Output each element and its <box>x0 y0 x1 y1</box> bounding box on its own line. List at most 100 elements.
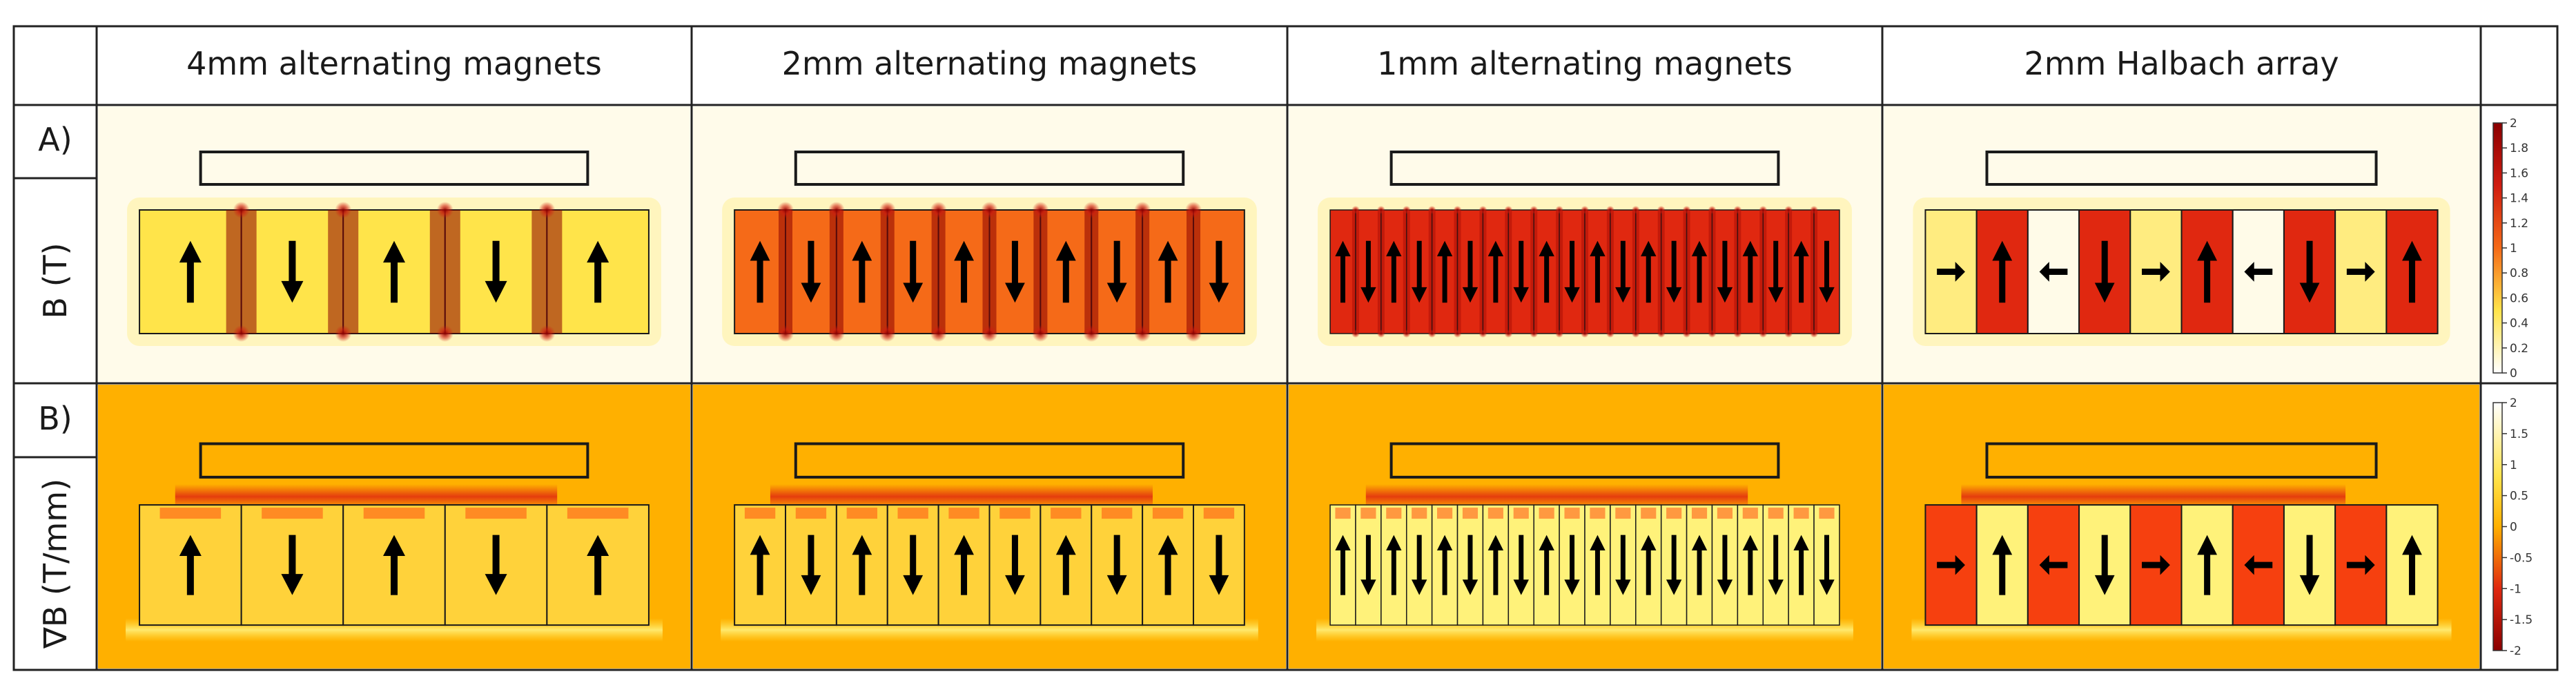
magnetization-arrow <box>2346 555 2375 575</box>
colorbar-tick-label: 1 <box>2510 242 2517 256</box>
magnetization-arrow <box>1793 240 1809 303</box>
row-labels: A)B (T)B)∇B (T/mm) <box>37 121 74 649</box>
magnetization-arrow <box>1691 535 1708 595</box>
magnetization-arrow <box>383 535 405 595</box>
colorbar-tick-label: -2 <box>2510 644 2521 658</box>
magnetization-arrow <box>1513 240 1529 303</box>
magnetization-arrow <box>2197 535 2218 595</box>
magnetization-arrow <box>1487 535 1504 595</box>
colorbar-tick-label: -1.5 <box>2510 613 2533 627</box>
colorbar-tick-label: 2 <box>2510 117 2517 131</box>
colorbar-tick-label: 1.2 <box>2510 217 2528 231</box>
magnetization-arrow <box>2402 240 2422 303</box>
magnet-segment <box>2385 504 2439 626</box>
colorbar-tick-label: 0.2 <box>2510 342 2528 356</box>
colorbars: 21.81.61.41.210.80.60.40.2021.510.50-0.5… <box>2492 117 2533 658</box>
column-header: 4mm alternating magnets <box>186 45 602 82</box>
magnetization-arrow <box>2402 535 2422 595</box>
magnetization-arrow <box>954 240 974 303</box>
magnetization-arrow <box>1360 240 1376 303</box>
colorbar-tick-label: 0.5 <box>2510 490 2528 503</box>
magnetization-arrow <box>1742 535 1759 595</box>
magnetization-arrow <box>1335 535 1351 595</box>
magnetization-arrow <box>903 240 924 303</box>
magnetization-arrow <box>1539 535 1554 595</box>
magnetization-arrow <box>1158 240 1178 303</box>
magnetization-arrow <box>1209 240 1229 303</box>
field-panel <box>1884 106 2479 382</box>
magnetization-arrow <box>1666 535 1682 595</box>
row-tag: A) <box>38 121 72 158</box>
magnetization-arrow <box>1005 240 1025 303</box>
magnetization-arrow <box>485 240 507 303</box>
row-quantity: B (T) <box>37 242 74 318</box>
magnetization-arrow <box>852 240 872 303</box>
magnetization-arrow <box>1666 240 1682 303</box>
magnetization-arrow <box>2039 262 2068 282</box>
magnetization-arrow <box>179 240 202 303</box>
magnetization-arrow <box>1360 535 1376 595</box>
magnetization-arrow <box>1106 535 1127 595</box>
magnetization-arrow <box>1436 240 1453 303</box>
sensor-outline <box>794 442 1185 479</box>
magnetization-arrow <box>383 240 405 303</box>
field-panels <box>98 106 2479 669</box>
colorbar-tick-label: 0 <box>2510 521 2517 535</box>
magnetization-arrow <box>801 240 821 303</box>
magnetization-arrow <box>1564 240 1580 303</box>
sensor-outline <box>199 151 589 186</box>
magnetization-arrow <box>1819 240 1835 303</box>
magnetization-arrow <box>1641 535 1657 595</box>
magnetization-arrow <box>1335 240 1351 303</box>
magnet-segment <box>835 504 888 626</box>
magnetization-arrow <box>2299 535 2320 595</box>
magnetization-arrow <box>1590 240 1606 303</box>
magnetization-arrow <box>1386 535 1402 595</box>
magnetization-arrow <box>2244 555 2273 575</box>
magnetization-arrow <box>801 535 821 595</box>
magnetization-arrow <box>281 535 304 595</box>
field-panel <box>693 106 1286 382</box>
magnetization-arrow <box>1462 240 1479 303</box>
magnet-segment <box>1975 504 2029 626</box>
magnetization-arrow <box>750 535 770 595</box>
colorbar-tick-label: 1.5 <box>2510 427 2528 441</box>
row-quantity: ∇B (T/mm) <box>37 479 74 649</box>
sensor-outline <box>199 442 589 479</box>
magnetization-arrow <box>2039 555 2068 575</box>
column-header: 2mm Halbach array <box>2024 45 2339 82</box>
colorbar-tick-label: 0.4 <box>2510 317 2528 331</box>
colorbar-tick-label: -1 <box>2510 582 2521 596</box>
magnetization-arrow <box>1768 535 1784 595</box>
field-panel <box>1289 385 1881 669</box>
colorbar-tick-label: 1 <box>2510 459 2517 472</box>
sensor-outline <box>1985 151 2378 186</box>
colorbar-tick-label: 1.6 <box>2510 166 2528 180</box>
magnetization-arrow <box>2141 262 2170 282</box>
column-header: 1mm alternating magnets <box>1377 45 1793 82</box>
field-panel <box>1289 106 1881 382</box>
magnetization-arrow <box>1717 240 1733 303</box>
magnetization-arrow <box>1793 535 1809 595</box>
colorbar: 21.510.50-0.5-1-1.5-2 <box>2492 396 2533 658</box>
magnetization-arrow <box>1992 240 2013 303</box>
colorbar-tick-label: -0.5 <box>2510 551 2533 565</box>
magnetization-arrow <box>2346 262 2375 282</box>
magnetization-arrow <box>1590 535 1606 595</box>
column-header: 2mm alternating magnets <box>782 45 1198 82</box>
colorbar-tick-label: 1.8 <box>2510 142 2528 155</box>
magnetization-arrow <box>1005 535 1025 595</box>
colorbar-tick-label: 0.8 <box>2510 267 2528 280</box>
magnetization-arrow <box>1819 535 1835 595</box>
magnetization-arrow <box>1937 555 1965 575</box>
magnetization-arrow <box>587 240 609 303</box>
colorbar-tick-label: 1.4 <box>2510 192 2528 206</box>
magnetization-arrow <box>1992 535 2013 595</box>
magnetization-arrow <box>1209 535 1229 595</box>
magnetization-arrow <box>1158 535 1178 595</box>
sensor-outline <box>1389 442 1780 479</box>
magnetization-arrow <box>2141 555 2170 575</box>
magnetization-arrow <box>179 535 202 595</box>
magnetization-arrow <box>587 535 609 595</box>
